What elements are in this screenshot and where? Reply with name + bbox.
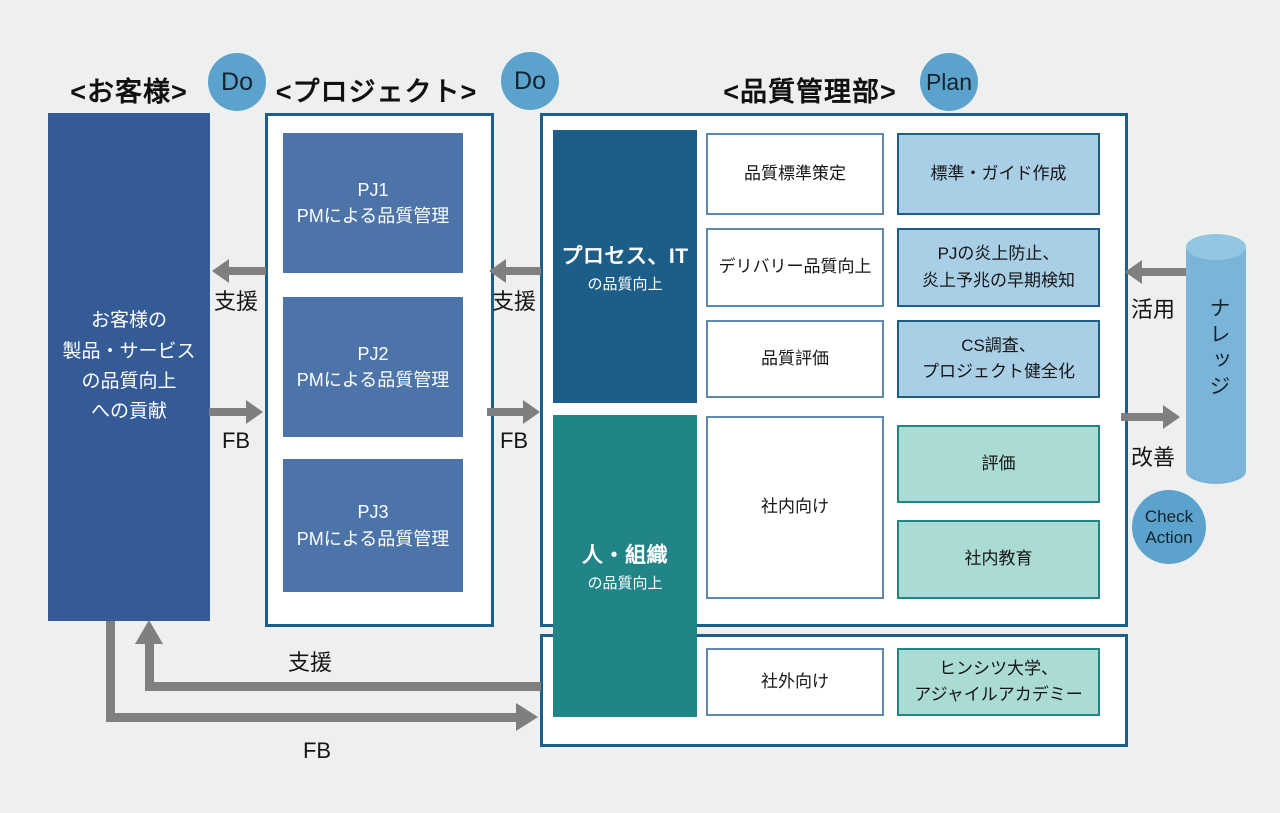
feedback-label-bottom: FB	[302, 738, 332, 763]
activity-external-box: 社外向け	[706, 648, 884, 716]
pj3-box: PJ3 PMによる品質管理	[283, 459, 463, 592]
pj1-box: PJ1 PMによる品質管理	[283, 133, 463, 273]
support-label-bottom: 支援	[287, 650, 332, 675]
people-org-title: 人・組織	[582, 544, 668, 567]
knowledge-improve-arrow	[1121, 405, 1180, 429]
support-arrow-qa-to-project	[489, 259, 541, 283]
knowledge-use-arrow	[1125, 260, 1186, 284]
do-badge-project: Do	[501, 52, 559, 110]
support-label-project: 支援	[491, 289, 536, 314]
activity-quality-evaluation-box: 品質評価	[706, 320, 884, 398]
internal-education-box: 社内教育	[897, 520, 1100, 599]
process-it-pillar: プロセス、IT の品質向上	[553, 130, 697, 403]
output-fire-prevention-box: PJの炎上防止、 炎上予兆の早期検知	[897, 228, 1100, 307]
knowledge-improve-label: 改善	[1130, 445, 1175, 470]
customer-header: <お客様>	[70, 77, 188, 107]
customer-contribution-box: お客様の 製品・サービス の品質向上 への貢献	[48, 113, 210, 621]
plan-badge: Plan	[920, 53, 978, 111]
pj2-box: PJ2 PMによる品質管理	[283, 297, 463, 437]
knowledge-cylinder	[1186, 234, 1246, 484]
feedback-arrow-project-to-qa	[487, 400, 540, 424]
support-arrow-project-to-customer	[212, 259, 266, 283]
people-org-pillar: 人・組織 の品質向上	[553, 415, 697, 717]
output-standards-guide-box: 標準・ガイド作成	[897, 133, 1100, 215]
process-it-subtitle: の品質向上	[587, 275, 663, 293]
do-badge-customer: Do	[208, 53, 266, 111]
activity-quality-standards-box: 品質標準策定	[706, 133, 884, 215]
feedback-label-customer: FB	[221, 428, 251, 453]
internal-evaluation-box: 評価	[897, 425, 1100, 503]
support-label-customer: 支援	[213, 289, 258, 314]
people-org-subtitle: の品質向上	[587, 575, 663, 592]
knowledge-use-label: 活用	[1130, 297, 1175, 322]
activity-internal-box: 社内向け	[706, 416, 884, 599]
output-cs-survey-box: CS調査、 プロジェクト健全化	[897, 320, 1100, 398]
activity-delivery-quality-box: デリバリー品質向上	[706, 228, 884, 307]
check-action-badge: Check Action	[1132, 490, 1206, 564]
feedback-label-project: FB	[499, 428, 529, 453]
external-academy-box: ヒンシツ大学、 アジャイルアカデミー	[897, 648, 1100, 716]
process-it-title: プロセス、IT	[561, 244, 689, 268]
project-header: <プロジェクト>	[275, 77, 478, 107]
feedback-arrow-customer-to-project	[209, 400, 263, 424]
knowledge-label: ナレッジ	[1207, 297, 1230, 401]
qa-header: <品質管理部>	[723, 77, 897, 107]
